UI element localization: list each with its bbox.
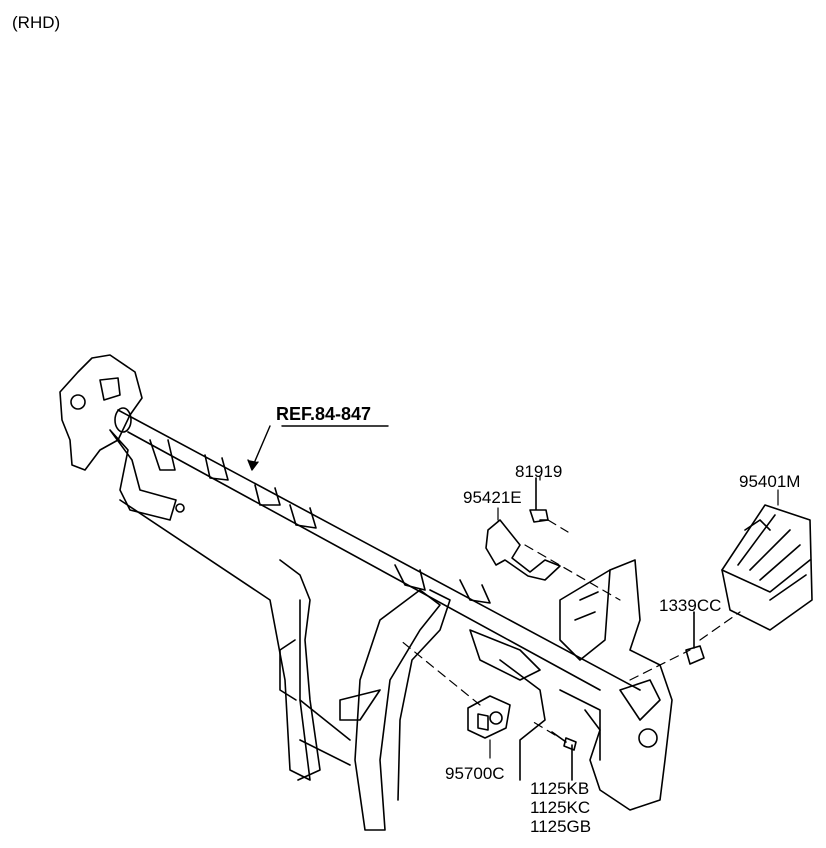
reference-label: REF.84-847 — [276, 404, 372, 424]
part-label-95421E: 95421E — [463, 488, 522, 507]
center-support — [299, 589, 451, 831]
right-end-bracket — [559, 559, 673, 811]
bracket-95421E — [485, 519, 561, 581]
unit-95700C — [467, 695, 511, 739]
screw-81919 — [529, 477, 549, 523]
part-label-95401M: 95401M — [739, 472, 801, 491]
variant-label: (RHD) — [12, 13, 61, 32]
part-label-81919: 81919 — [515, 462, 563, 481]
part-label-95700C: 95700C — [445, 764, 505, 783]
part-label-1125KC: 1125KC — [530, 798, 591, 817]
bolt-1125KB — [551, 731, 577, 781]
label-leaders — [489, 475, 779, 759]
cowl-crossbar — [114, 407, 641, 691]
lower-brackets — [469, 629, 601, 781]
part-label-1339CC: 1339CC — [659, 596, 722, 615]
part-label-1125KB: 1125KB — [530, 779, 590, 798]
nut-1339CC — [685, 611, 705, 665]
part-label-1125GB: 1125GB — [530, 817, 592, 836]
leader-lines — [399, 519, 741, 736]
left-vertical-support — [119, 499, 321, 781]
module-95401M — [721, 504, 813, 631]
left-end-bracket — [59, 354, 185, 521]
ref-leader — [247, 425, 389, 471]
